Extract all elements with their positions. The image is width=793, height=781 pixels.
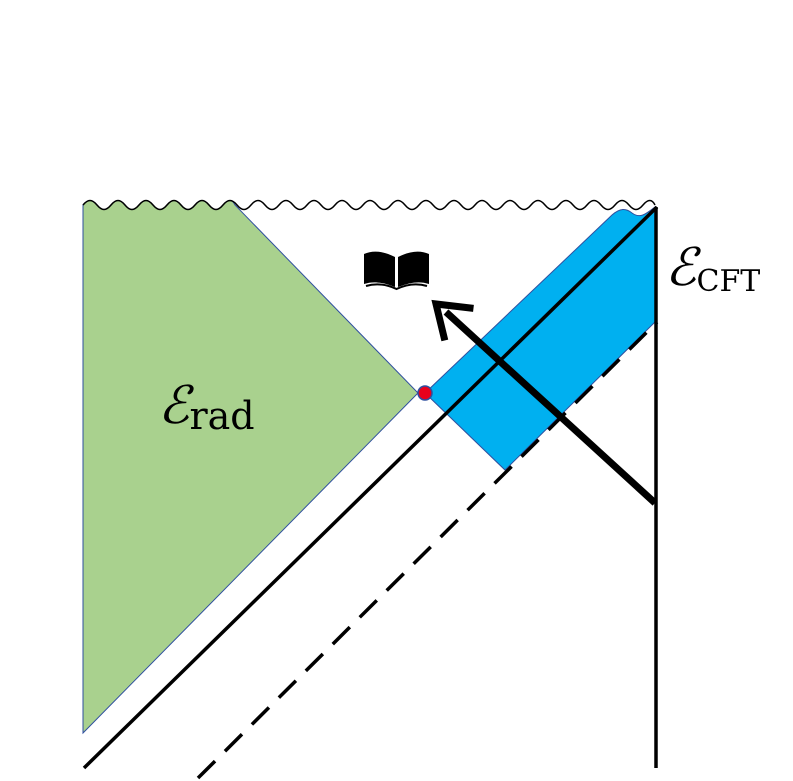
cft-region xyxy=(424,205,656,471)
cft-label-subscript: CFT xyxy=(696,264,760,299)
radiation-label-symbol: ℰ xyxy=(158,376,194,436)
horizon-line xyxy=(82,205,659,770)
open-book-icon xyxy=(364,251,429,291)
cft-label-symbol: ℰ xyxy=(665,238,701,298)
singularity-line xyxy=(82,199,656,211)
cft-label: ℰCFT xyxy=(665,238,760,299)
extremal-surface-point xyxy=(417,385,433,401)
radiation-label: ℰrad xyxy=(158,376,255,438)
radiation-label-subscript: rad xyxy=(189,394,254,438)
signal-arrow-shaft xyxy=(443,309,658,506)
signal-arrow-head xyxy=(431,299,474,342)
dashed-light-ray xyxy=(196,320,659,780)
